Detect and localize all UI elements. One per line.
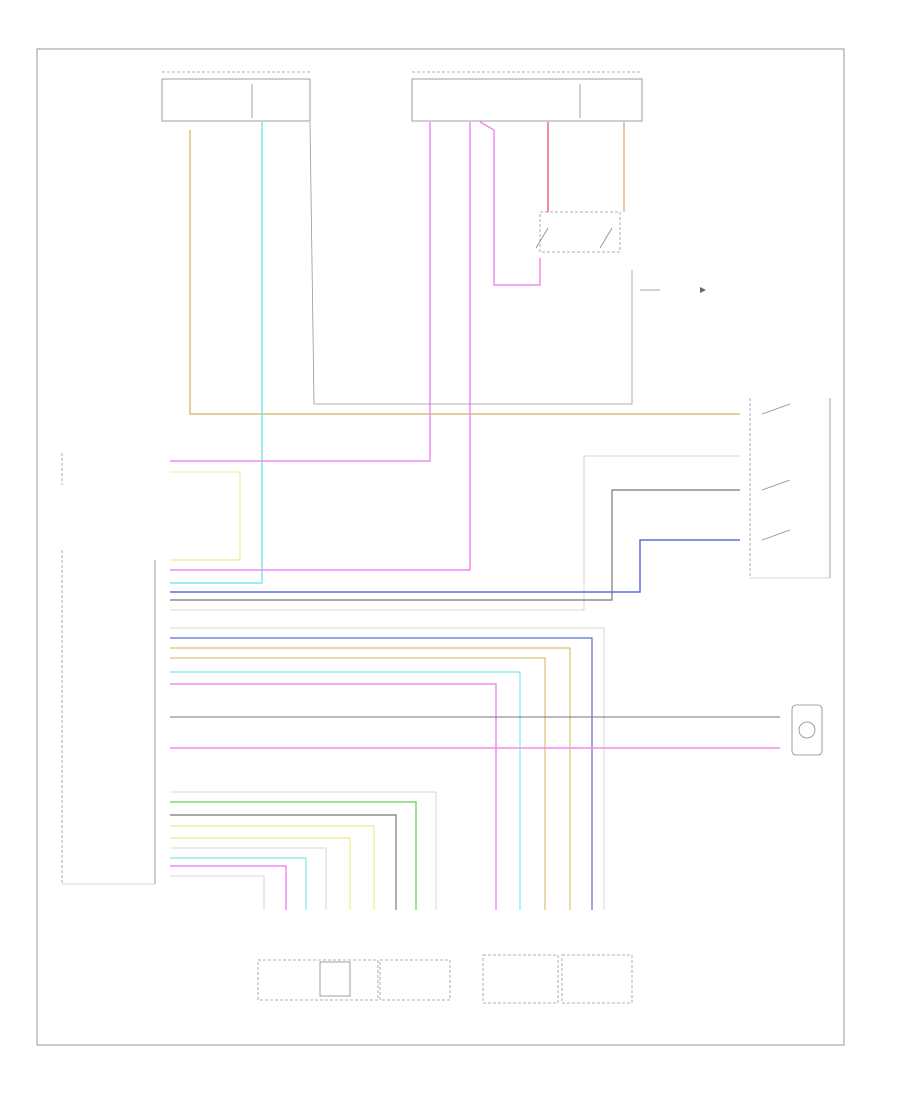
wire-magenta-28 xyxy=(170,865,287,910)
wire-tan-14 xyxy=(170,647,571,910)
wire-dark-23 xyxy=(170,814,397,910)
fuse-block-left xyxy=(161,71,311,122)
wire-magenta-4 xyxy=(479,121,541,286)
pcm-block xyxy=(61,550,156,885)
wire-yellow-11 xyxy=(170,472,241,561)
wire-tan-0 xyxy=(189,130,740,415)
wire-gray-7 xyxy=(309,121,633,405)
wire-cyan-1 xyxy=(170,122,263,584)
wire-green-22 xyxy=(170,801,417,910)
wire-light_gray-21 xyxy=(170,791,437,910)
wire-blue-10 xyxy=(170,539,740,593)
diagram-frame xyxy=(36,48,845,1046)
wire-magenta-17 xyxy=(170,683,497,910)
wire-tan-15 xyxy=(170,657,546,910)
bottom-connector-left xyxy=(257,959,379,1001)
wire-light_gray-29 xyxy=(170,875,265,910)
wire-magenta-3 xyxy=(170,122,471,571)
brake-switch xyxy=(749,398,831,579)
wire-light_gray-8 xyxy=(170,455,740,611)
wire-dark-9 xyxy=(170,489,740,601)
wire-cyan-27 xyxy=(170,857,307,910)
bottom-connector-right xyxy=(482,954,633,1004)
wire-light_gray-26 xyxy=(170,847,327,910)
wire-blue-13 xyxy=(170,637,593,910)
fuse-block-right xyxy=(411,71,643,122)
wire-yellow-25 xyxy=(170,837,351,910)
wire-cyan-16 xyxy=(170,671,521,910)
wire-yellow-24 xyxy=(170,825,375,910)
bottom-connector-mid xyxy=(379,959,451,1001)
vehicle-speed-sensor xyxy=(791,704,823,756)
wire-light_gray-18 xyxy=(170,627,605,910)
relay-switch xyxy=(535,211,706,293)
wires xyxy=(170,121,780,910)
wire-magenta-2 xyxy=(170,122,431,462)
